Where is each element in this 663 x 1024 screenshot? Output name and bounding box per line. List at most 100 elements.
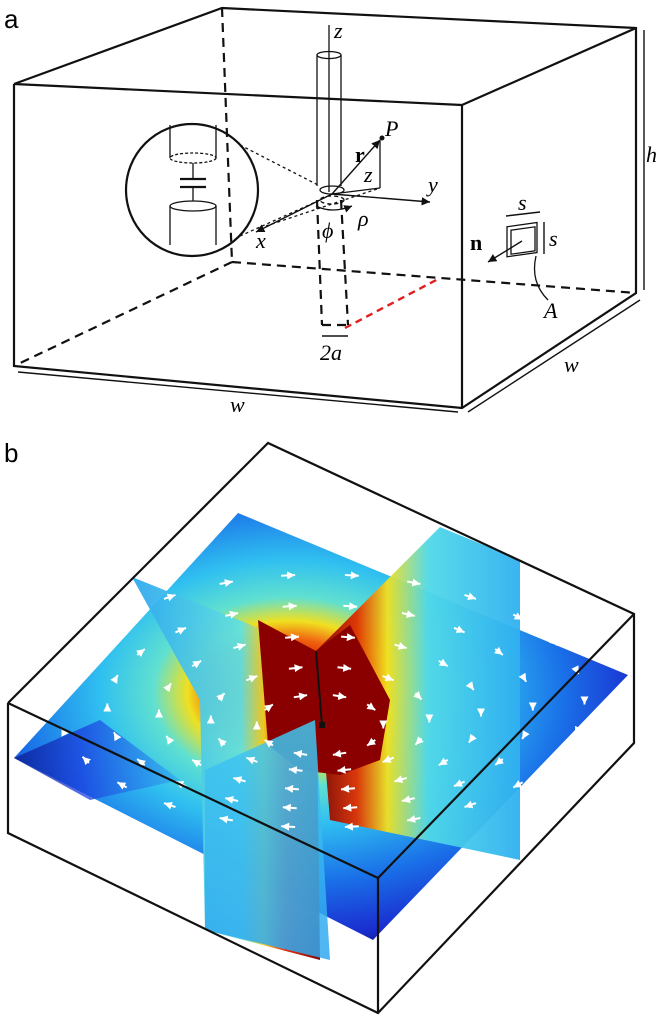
field-arrow	[293, 692, 308, 701]
field-arrow	[407, 815, 421, 823]
x-axis-arrow	[255, 193, 333, 233]
field-arrow	[175, 626, 187, 635]
s-top-dimension	[505, 211, 541, 217]
field-arrow	[550, 754, 560, 764]
field-arrow	[217, 737, 227, 748]
phi-label: ϕ	[322, 218, 333, 243]
r-vector-label: r	[355, 142, 365, 167]
y-axis-arrow	[331, 193, 431, 206]
w-front-label: w	[230, 392, 245, 417]
field-arrow	[453, 625, 465, 634]
field-arrow	[116, 781, 128, 790]
field-arrow	[113, 731, 122, 742]
loop-square-outer	[506, 221, 538, 258]
field-arrow	[494, 756, 504, 766]
field-arrow	[464, 800, 477, 809]
field-arrow	[401, 610, 415, 619]
field-arrow	[382, 673, 394, 682]
field-arrow	[219, 579, 233, 587]
field-arrow	[246, 756, 258, 765]
zoom-circle	[124, 122, 260, 258]
field-arrow	[337, 765, 352, 774]
antenna	[315, 25, 350, 327]
antenna-gap-ellipse-lower	[319, 195, 345, 205]
field-arrow	[494, 646, 504, 656]
phi-arc	[315, 205, 353, 213]
field-arrow	[332, 692, 347, 700]
dimension-lines	[17, 30, 645, 413]
field-arrow	[293, 750, 308, 758]
zoom-lower-cap	[169, 200, 217, 212]
field-arrow	[332, 749, 347, 758]
x-projection-line	[265, 187, 381, 227]
field-arrow	[282, 602, 297, 611]
h-label: h	[646, 142, 657, 167]
field-arrow	[110, 674, 119, 684]
field-arrow	[264, 739, 274, 748]
field-arrow	[80, 638, 90, 648]
field-arrow	[116, 613, 128, 622]
field-arrow	[574, 725, 583, 736]
field-arrow	[343, 602, 358, 611]
antenna-lower-right-wall	[339, 199, 350, 326]
two-a-label: 2a	[320, 340, 342, 365]
coordinate-system	[255, 135, 431, 233]
x-axis-label: x	[255, 228, 266, 253]
field-arrow	[548, 636, 559, 647]
z-axis-label: z	[333, 18, 343, 43]
antenna-wire	[315, 650, 323, 726]
point-p-label: P	[384, 116, 398, 141]
box-b-outline	[6, 441, 636, 1015]
n-vector-label: n	[470, 230, 482, 255]
field-arrow	[81, 755, 92, 766]
s-top-label: s	[518, 190, 527, 215]
field-arrow	[521, 730, 530, 740]
panel-b: b	[4, 438, 636, 1015]
field-arrow	[337, 663, 352, 672]
field-arrow	[233, 776, 246, 784]
field-arrow	[288, 766, 303, 775]
zoom-leader-top	[239, 144, 321, 187]
field-arrow	[344, 822, 359, 831]
field-arrow	[344, 571, 359, 580]
field-arrow	[281, 822, 296, 831]
field-arrow	[57, 666, 66, 677]
box-hidden-bottom-left-edge	[13, 261, 233, 367]
w-front-dimension	[17, 371, 459, 413]
z-coord-label: z	[363, 162, 373, 187]
field-arrow	[518, 672, 527, 683]
field-arrow	[341, 633, 355, 642]
field-arrow	[165, 735, 175, 745]
field-arrow	[401, 795, 415, 804]
box-b-top-front-right	[377, 613, 635, 879]
zoom-upper-cap	[169, 152, 217, 164]
antenna-feed-point	[319, 722, 325, 728]
field-arrow	[464, 592, 477, 601]
field-arrow	[282, 803, 297, 812]
loop-square-inner	[510, 226, 536, 255]
field-arrow	[136, 758, 146, 768]
point-p-marker	[379, 135, 385, 141]
field-arrow	[225, 610, 239, 619]
field-arrow	[163, 593, 176, 602]
field-arrow	[366, 702, 376, 711]
s-side-label: s	[549, 226, 558, 251]
field-arrow	[465, 681, 475, 691]
field-arrow	[394, 775, 407, 784]
gap-zoom-callout	[124, 122, 321, 258]
field-arrow	[246, 675, 258, 683]
field-arrow	[512, 780, 524, 789]
panel-a: a z	[4, 4, 657, 417]
field-arrow	[366, 737, 376, 747]
box-top-front-edge	[13, 82, 463, 107]
field-arrow	[285, 784, 299, 793]
field-arrow	[453, 779, 465, 788]
normal-vector-arrow	[487, 240, 523, 263]
box-top-right-edge	[461, 26, 637, 107]
field-arrow	[136, 648, 146, 658]
box-hidden-bottom-back-edge	[231, 260, 637, 295]
field-arrow	[438, 757, 449, 767]
field-arrow	[438, 658, 449, 668]
